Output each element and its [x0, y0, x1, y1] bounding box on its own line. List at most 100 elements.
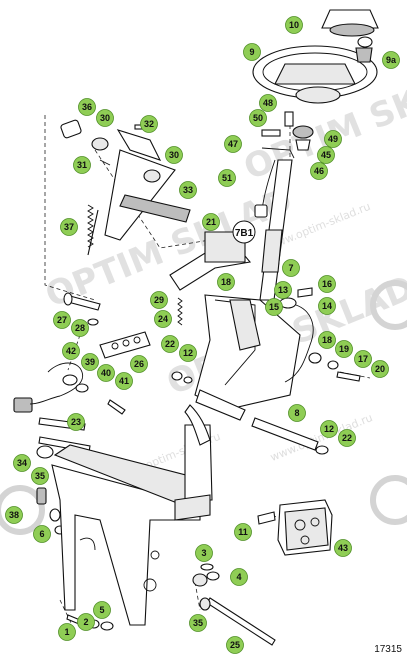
callout-badge — [154, 310, 172, 328]
callout-c28: 28 — [71, 319, 89, 337]
callout-label: 47 — [228, 139, 238, 149]
callout-badge — [218, 169, 236, 187]
callout-badge — [318, 297, 336, 315]
callout-badge — [371, 360, 389, 378]
callout-badge — [62, 342, 80, 360]
callout-badge — [195, 544, 213, 562]
callout-badge — [189, 614, 207, 632]
pedal-assembly — [60, 119, 191, 256]
callout-label: 29 — [154, 295, 164, 305]
callout-label: 2 — [83, 617, 88, 627]
callout-c19: 19 — [335, 340, 353, 358]
main-frame — [51, 404, 213, 626]
callout-badge — [230, 568, 248, 586]
callout-label: 41 — [119, 376, 129, 386]
callout-label: 28 — [75, 323, 85, 333]
callout-badge — [165, 146, 183, 164]
callout-label: 22 — [165, 339, 175, 349]
callout-badge — [324, 130, 342, 148]
callout-label: 32 — [144, 119, 154, 129]
callout-badge — [243, 43, 261, 61]
callout-label: 7 — [288, 263, 293, 273]
callout-label: 25 — [230, 640, 240, 650]
callout-label: 9 — [249, 47, 254, 57]
callout-c46: 46 — [310, 162, 328, 180]
callout-c22a: 22 — [161, 335, 179, 353]
callout-label: 49 — [328, 134, 338, 144]
callout-label: 45 — [321, 150, 331, 160]
callout-badge — [33, 525, 51, 543]
callout-badge — [310, 162, 328, 180]
callout-c35b: 35 — [189, 614, 207, 632]
callout-badge — [202, 213, 220, 231]
callout-badge — [93, 601, 111, 619]
callout-c18b: 18 — [318, 331, 336, 349]
callout-c13: 13 — [274, 281, 292, 299]
spring — [177, 297, 183, 326]
callout-label: 46 — [314, 166, 324, 176]
watermark-logo-ring — [370, 280, 407, 330]
callout-c14: 14 — [318, 297, 336, 315]
callout-label: 34 — [17, 458, 27, 468]
view-label-text: 7B1 — [235, 228, 254, 239]
callout-c17: 17 — [354, 350, 372, 368]
callout-c9a: 9a — [382, 51, 400, 69]
callout-badge — [318, 331, 336, 349]
callout-label: 8 — [294, 408, 299, 418]
callout-label: 31 — [77, 160, 87, 170]
callout-c48: 48 — [259, 94, 277, 112]
callout-badge — [13, 454, 31, 472]
callout-label: 40 — [101, 368, 111, 378]
callout-c26: 26 — [130, 355, 148, 373]
callout-c12a: 12 — [179, 344, 197, 362]
callout-badge — [115, 372, 133, 390]
callout-label: 38 — [9, 510, 19, 520]
callout-label: 30 — [169, 150, 179, 160]
callout-c12b: 12 — [320, 420, 338, 438]
callout-label: 22 — [342, 433, 352, 443]
callout-label: 19 — [339, 344, 349, 354]
callout-badge — [78, 98, 96, 116]
callout-label: 12 — [183, 348, 193, 358]
callout-c5: 5 — [93, 601, 111, 619]
callout-c10: 10 — [285, 16, 303, 34]
callout-label: 5 — [99, 605, 104, 615]
callout-badge — [97, 364, 115, 382]
callout-badge — [335, 340, 353, 358]
callout-badge — [67, 413, 85, 431]
callout-badge — [354, 350, 372, 368]
callout-badge — [217, 273, 235, 291]
hydraulic-unit — [257, 499, 333, 556]
callout-label: 3 — [201, 548, 206, 558]
callout-badge — [77, 613, 95, 631]
callout-badge — [318, 275, 336, 293]
callout-badge — [130, 355, 148, 373]
callout-c31: 31 — [73, 156, 91, 174]
callout-c45: 45 — [317, 146, 335, 164]
callout-c34: 34 — [13, 454, 31, 472]
steering-column-top — [261, 111, 314, 159]
callout-label: 12 — [324, 424, 334, 434]
callout-c11: 11 — [234, 523, 252, 541]
callout-label: 6 — [39, 529, 44, 539]
watermark-logo-ring — [0, 485, 45, 535]
column-bracket — [194, 294, 301, 421]
callout-label: 10 — [289, 20, 299, 30]
view-label-7b1: 7B1 — [232, 220, 256, 244]
callout-badge — [259, 94, 277, 112]
callout-badge — [285, 16, 303, 34]
callout-c33: 33 — [179, 181, 197, 199]
steering-wheel — [252, 9, 379, 104]
callout-label: 17 — [358, 354, 368, 364]
callout-c47: 47 — [224, 135, 242, 153]
callout-c21: 21 — [202, 213, 220, 231]
right-small-parts — [171, 287, 361, 384]
callout-c24: 24 — [154, 310, 172, 328]
callout-badge — [60, 218, 78, 236]
callout-label: 42 — [66, 346, 76, 356]
callout-label: 51 — [222, 173, 232, 183]
callout-c9: 9 — [243, 43, 261, 61]
callout-c23: 23 — [67, 413, 85, 431]
callout-c32: 32 — [140, 115, 158, 133]
